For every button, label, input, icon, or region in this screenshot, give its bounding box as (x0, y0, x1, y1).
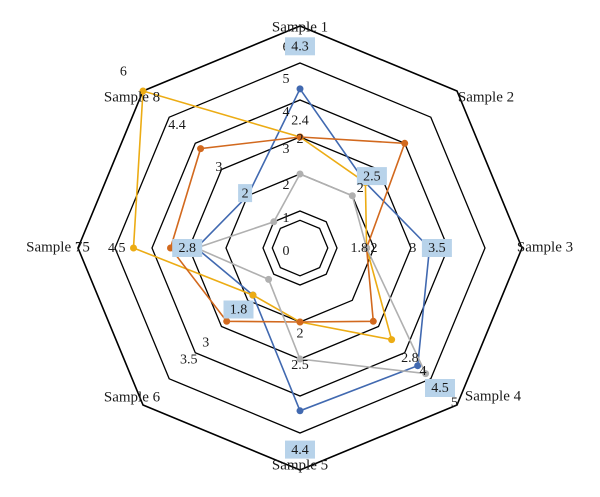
series-point (270, 218, 278, 226)
data-label: 5 (451, 396, 458, 411)
series-point (414, 362, 422, 370)
data-label-box (238, 184, 253, 203)
data-label: 1.8 (350, 241, 368, 256)
series-point (139, 87, 147, 95)
ring-label: 4 (283, 105, 290, 120)
grid-ring (114, 62, 486, 434)
data-label-box (172, 239, 203, 257)
ring-label: 5 (283, 72, 290, 87)
ring-label: 1 (283, 211, 290, 226)
data-label: 6 (120, 65, 127, 80)
series-point (265, 275, 273, 283)
series-point (296, 170, 304, 178)
series-point (296, 85, 304, 93)
data-label: 3 (409, 241, 416, 256)
series-line (194, 172, 427, 375)
data-label: 4.5 (108, 241, 126, 256)
data-label: 2 (297, 132, 304, 147)
series-point (348, 192, 356, 200)
data-label: 2 (297, 326, 304, 341)
data-label: 3 (202, 335, 209, 350)
data-label: 1.8 (230, 303, 248, 318)
data-label-box (285, 37, 315, 56)
data-label: 2 (357, 181, 364, 196)
axis-label: Sample 5 (272, 457, 328, 473)
data-label: 3 (215, 160, 222, 175)
data-label-box (421, 239, 452, 257)
series-point (197, 145, 205, 153)
data-label: 2 (371, 241, 378, 256)
data-label: 2.8 (401, 351, 419, 366)
series-point (249, 291, 257, 299)
data-label: 4 (420, 364, 427, 379)
data-label: 4.5 (431, 381, 449, 396)
ring-label: 2 (283, 178, 290, 193)
series-point (388, 336, 396, 344)
grid-ring (151, 99, 449, 397)
series-point (363, 244, 371, 252)
axis-label: Sample 6 (104, 389, 161, 405)
axis-label: Sample 3 (517, 239, 573, 255)
data-label: 2.5 (291, 358, 309, 373)
data-label-box (223, 300, 254, 319)
data-label: 2.5 (363, 169, 381, 184)
series-line (169, 136, 406, 323)
data-label-box (285, 440, 315, 459)
series-point (401, 139, 409, 147)
series-point (296, 318, 304, 326)
axis-label: Sample 8 (104, 89, 160, 105)
series-point (422, 370, 430, 378)
axis-label: Sample 2 (458, 89, 514, 105)
series-point (223, 317, 231, 325)
radar-grid (77, 25, 523, 471)
data-label: 2.4 (291, 114, 309, 129)
data-label: 2.8 (178, 241, 196, 256)
series-point (369, 317, 377, 325)
ring-label: 0 (283, 244, 290, 259)
data-label: 2 (242, 186, 249, 201)
data-label: 4.3 (291, 40, 309, 55)
series-point (296, 355, 304, 363)
series-point (130, 244, 137, 252)
data-label-box (425, 379, 455, 397)
grid-ring (262, 210, 338, 286)
grid-ring (271, 219, 329, 277)
data-label: 3.5 (428, 241, 446, 256)
grid-ring (77, 25, 523, 471)
axis-label: Sample 1 (272, 19, 328, 35)
axis-label: Sample 75 (26, 239, 90, 255)
ring-label: 3 (283, 142, 290, 157)
data-label: 3.5 (180, 352, 198, 367)
series-point (296, 133, 304, 141)
series-point (296, 407, 304, 415)
data-label: 4.4 (291, 443, 309, 458)
data-label: 4.4 (168, 118, 186, 133)
axis-label: Sample 4 (465, 388, 522, 404)
data-label-box (356, 167, 387, 186)
